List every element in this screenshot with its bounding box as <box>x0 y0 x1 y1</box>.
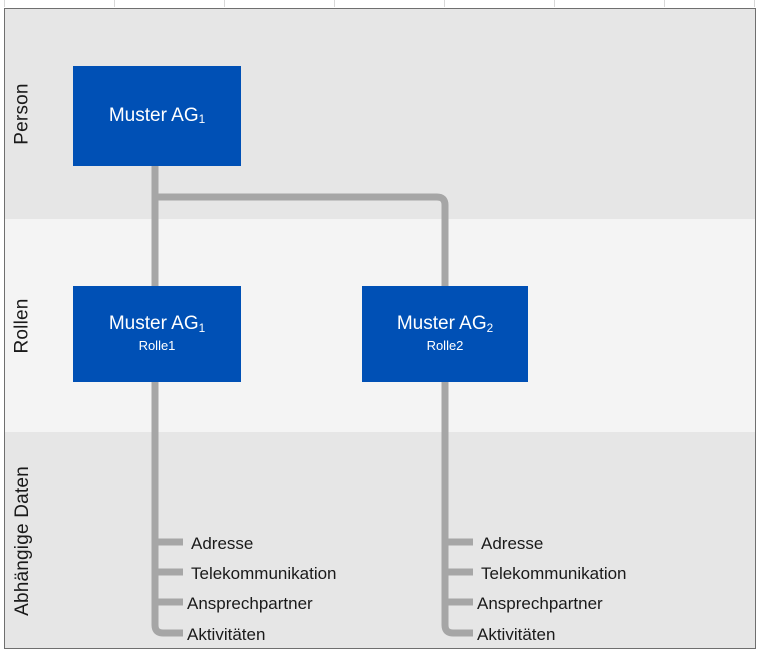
leaf-right-telekommunikation[interactable]: Telekommunikation <box>481 564 627 583</box>
band-label-rollen: Rollen <box>5 219 41 432</box>
leaf-right-ansprechpartner[interactable]: Ansprechpartner <box>477 594 603 613</box>
ruler-tick <box>664 0 665 7</box>
ruler-tick <box>754 0 755 7</box>
ruler-tick <box>554 0 555 7</box>
ruler-tick <box>334 0 335 7</box>
node-role1-title: Muster AG1 <box>108 313 206 335</box>
band-label-rollen-text: Rollen <box>12 297 34 354</box>
leaf-left-ansprechpartner[interactable]: Ansprechpartner <box>187 594 313 613</box>
node-person-title-sub: 1 <box>198 113 206 127</box>
band-label-person-text: Person <box>12 83 33 145</box>
diagram-frame: Person Rollen Abhängige Daten <box>4 8 756 649</box>
leaf-left-aktivitaeten[interactable]: Aktivitäten <box>187 625 266 644</box>
node-role1-muster-ag[interactable]: Muster AG1 Rolle1 <box>73 286 241 382</box>
ruler-strip <box>0 0 760 8</box>
band-label-person: Person <box>5 9 41 219</box>
node-role2-title-sub: 2 <box>486 321 494 335</box>
leaf-left-adresse[interactable]: Adresse <box>191 534 254 553</box>
band-label-abhaengige-daten: Abhängige Daten <box>5 432 41 648</box>
ruler-tick <box>224 0 225 7</box>
band-label-abhaengige-daten-text: Abhängige Daten <box>12 466 33 616</box>
node-role2-title: Muster AG2 <box>396 313 494 335</box>
node-role1-subtitle: Rolle1 <box>138 338 176 354</box>
band-abhaengige-daten <box>5 432 755 648</box>
ruler-tick <box>444 0 445 7</box>
node-role2-title-main: Muster AG <box>396 313 487 335</box>
node-person-title: Muster AG1 <box>108 104 206 127</box>
node-person-title-main: Muster AG <box>108 104 199 126</box>
leaf-left-telekommunikation[interactable]: Telekommunikation <box>191 564 337 583</box>
ruler-tick <box>4 0 5 7</box>
node-role1-title-main: Muster AG <box>108 313 199 335</box>
node-person-muster-ag[interactable]: Muster AG1 <box>73 66 241 166</box>
node-role1-title-sub: 1 <box>198 321 206 335</box>
node-role2-subtitle: Rolle2 <box>426 338 464 354</box>
ruler-tick <box>114 0 115 7</box>
leaf-right-adresse[interactable]: Adresse <box>481 534 544 553</box>
node-role2-muster-ag[interactable]: Muster AG2 Rolle2 <box>362 286 528 382</box>
leaf-right-aktivitaeten[interactable]: Aktivitäten <box>477 625 556 644</box>
